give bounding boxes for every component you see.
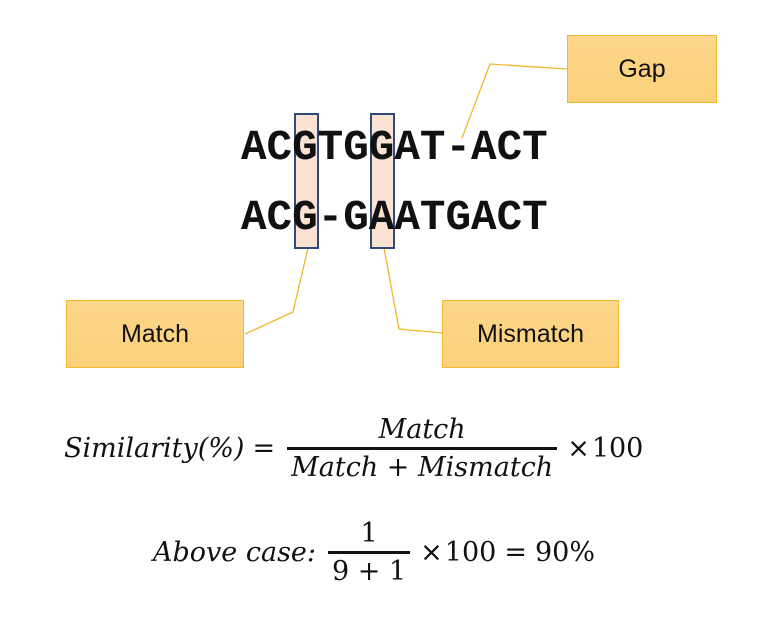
times-symbol: × (567, 432, 590, 464)
mismatch-callout: Mismatch (442, 300, 619, 368)
example-denominator: 9 + 1 (332, 555, 407, 587)
mismatch-highlight-column (370, 113, 395, 249)
mismatch-label: Mismatch (477, 319, 584, 348)
match-highlight-column (294, 113, 319, 249)
formula-fraction: Match Match + Mismatch (287, 414, 558, 483)
example-label: Above case: (153, 536, 317, 568)
mismatch-connector (383, 247, 443, 334)
formula-factor: 100 (591, 432, 644, 464)
example-factor: 100 (444, 536, 497, 568)
fraction-bar (287, 447, 558, 450)
gap-callout: Gap (567, 35, 717, 103)
formula-denominator: Match + Mismatch (291, 451, 554, 483)
example-fraction: 1 9 + 1 (328, 518, 411, 587)
example-calculation: Above case: 1 9 + 1 × 100 = 90% (153, 518, 595, 587)
example-result: 90% (534, 536, 595, 568)
match-label: Match (120, 319, 190, 348)
example-equals: = (504, 536, 527, 568)
similarity-formula: Similarity(%) = Match Match + Mismatch ×… (64, 414, 643, 483)
match-callout: Match (66, 300, 244, 368)
formula-lhs: Similarity(%) (64, 432, 245, 464)
times-symbol: × (420, 536, 443, 568)
fraction-bar (328, 551, 411, 554)
gap-label: Gap (618, 54, 666, 83)
formula-numerator: Match (378, 414, 466, 445)
sequence-2: ACG-GAATGACT (241, 194, 548, 242)
sequence-1: ACGTGGAT-ACT (241, 124, 548, 172)
example-numerator: 1 (360, 518, 378, 549)
match-connector (244, 247, 309, 335)
gap-connector (461, 63, 568, 139)
formula-equals: = (252, 432, 276, 464)
